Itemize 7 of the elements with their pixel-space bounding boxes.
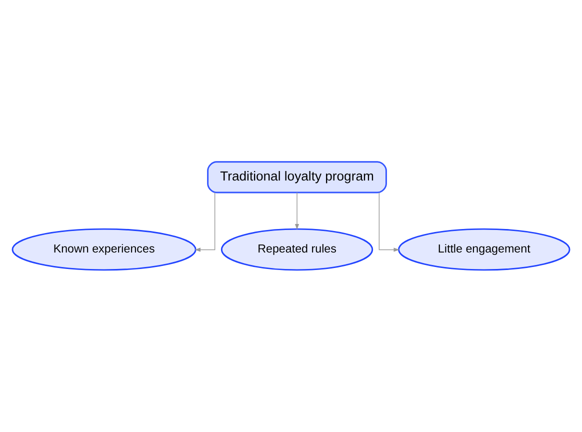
arrow: [378, 192, 400, 252]
node-ellipse: Known experiences: [12, 228, 196, 271]
arrow: [294, 192, 300, 230]
node-box: Traditional loyalty program: [207, 161, 387, 194]
node-ellipse: Repeated rules: [220, 228, 374, 271]
arrow: [194, 192, 216, 252]
node-ellipse: Little engagement: [398, 228, 570, 271]
